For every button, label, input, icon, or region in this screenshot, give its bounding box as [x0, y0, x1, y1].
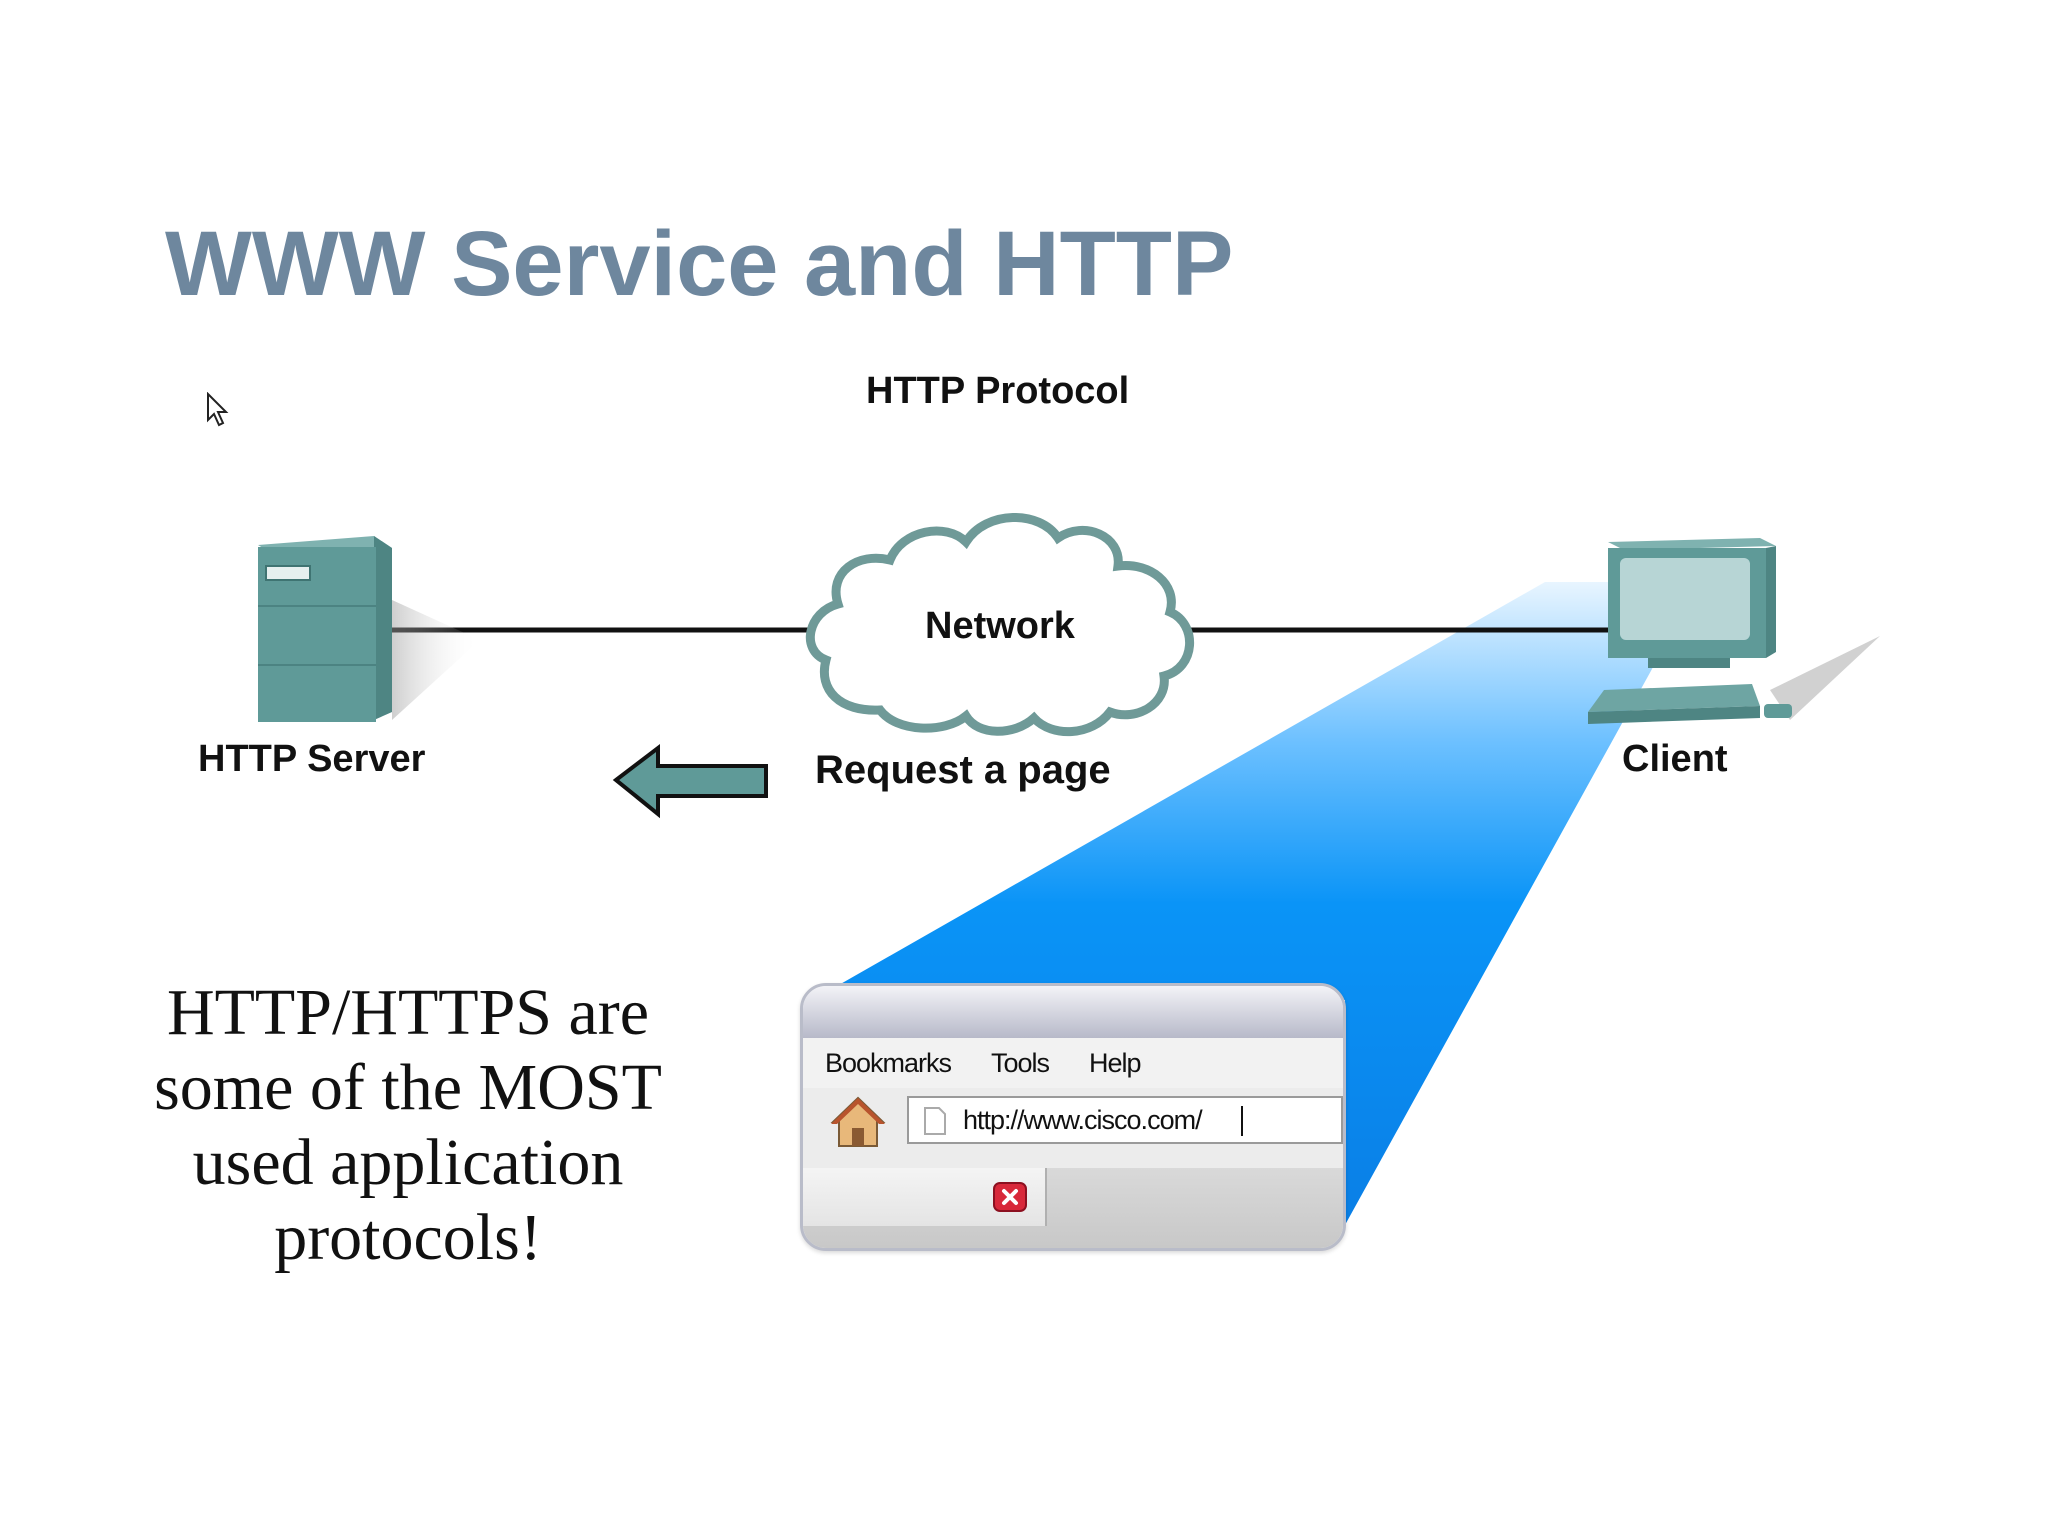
menu-tools[interactable]: Tools	[991, 1048, 1050, 1078]
address-bar[interactable]: http://www.cisco.com/	[907, 1096, 1343, 1144]
network-label: Network	[925, 605, 1075, 647]
slide-title: WWW Service and HTTP	[165, 213, 1234, 315]
browser-titlebar	[803, 986, 1343, 1038]
request-label: Request a page	[815, 748, 1111, 792]
note-line: used application	[192, 1126, 624, 1199]
browser-tabbar	[803, 1168, 1343, 1248]
note-line: HTTP/HTTPS are	[166, 976, 650, 1049]
cloud-icon	[805, 513, 1195, 736]
browser-tab[interactable]	[803, 1168, 1047, 1226]
left-arrow-icon	[612, 743, 768, 819]
server-icon	[258, 536, 392, 722]
address-text: http://www.cisco.com/	[963, 1105, 1203, 1135]
note-line: some of the MOST	[154, 1051, 662, 1124]
browser-navbar: http://www.cisco.com/	[803, 1088, 1343, 1168]
menu-help[interactable]: Help	[1089, 1048, 1142, 1078]
home-icon[interactable]	[829, 1094, 887, 1150]
page-icon	[924, 1107, 946, 1135]
note-line: protocols!	[274, 1201, 542, 1274]
computer-icon	[1588, 538, 1792, 724]
client-label: Client	[1622, 738, 1728, 780]
zoom-beam	[830, 582, 1700, 1225]
text-caret	[1241, 1106, 1243, 1136]
server-label: HTTP Server	[198, 738, 426, 780]
menu-bookmarks[interactable]: Bookmarks	[825, 1048, 952, 1078]
browser-window: Bookmarks Tools Help http://www.cisco.co…	[800, 983, 1346, 1251]
diagram-title: HTTP Protocol	[866, 370, 1130, 412]
stop-icon[interactable]	[993, 1182, 1027, 1212]
browser-menubar: Bookmarks Tools Help	[803, 1038, 1343, 1089]
note-text: HTTP/HTTPS are some of the MOST used app…	[118, 975, 698, 1275]
cursor-icon	[207, 392, 229, 427]
